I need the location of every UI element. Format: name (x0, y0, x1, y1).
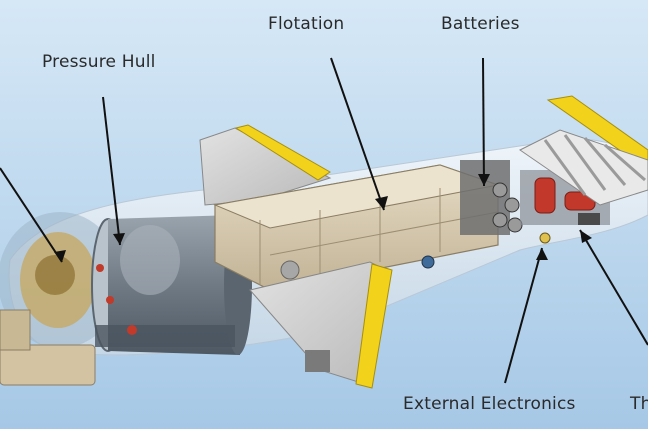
leader-batteries (482, 57, 485, 187)
leader-thrusters (579, 229, 648, 346)
top-fin (199, 124, 332, 206)
leader-flotation (330, 57, 385, 211)
label-pressure-hull: Pressure Hull (42, 52, 156, 72)
aft-upper-fin (519, 95, 648, 206)
nose-dome (0, 212, 122, 386)
label-external-electronics: External Electronics (403, 394, 576, 414)
label-flotation: Flotation (268, 14, 345, 34)
leader-pressure-hull (102, 96, 121, 246)
label-thrusters-partial: Th (630, 394, 648, 414)
leader-nose (0, 167, 63, 263)
batteries-stack (460, 160, 523, 235)
leader-arrowheads (54, 174, 592, 262)
leader-external-electronics (504, 247, 543, 384)
bottom-fin (249, 261, 393, 389)
label-batteries: Batteries (441, 14, 520, 34)
leader-lines (0, 57, 648, 384)
flotation-block (213, 164, 500, 291)
